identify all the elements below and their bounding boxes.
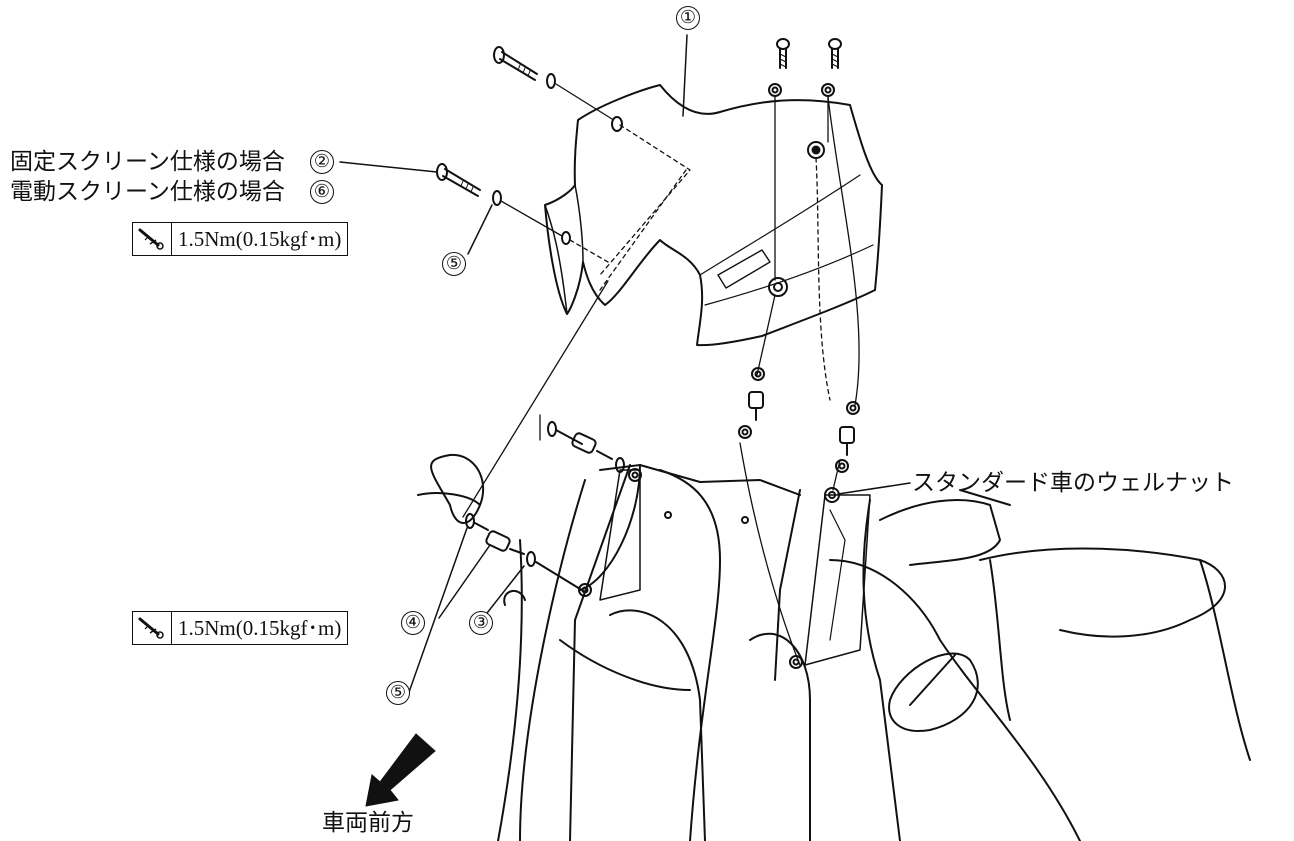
label-vehicle-front: 車両前方: [322, 810, 414, 836]
leader-part4: [438, 544, 491, 619]
callout-part-4: ④: [401, 611, 425, 635]
vehicle-front-body: [417, 453, 1251, 841]
leader-part5-upper: [467, 204, 493, 255]
spacer-lower: [465, 513, 586, 593]
bolt-screen-mount: [436, 163, 502, 206]
callout-part-5-lower: ⑤: [386, 681, 410, 705]
label-electric-screen: 電動スクリーン仕様の場合: [10, 179, 285, 205]
torque-wrench-icon: [133, 612, 172, 644]
torque-wrench-icon: [133, 223, 172, 255]
leader-standard-nut: [837, 482, 911, 495]
screw-top-left: [768, 38, 790, 97]
spacer-upper: [547, 421, 625, 473]
leader-part2: [339, 161, 438, 173]
leader-part1: [682, 34, 688, 117]
callout-part-1: ①: [676, 6, 700, 30]
torque-spec-upper: 1.5Nm(0.15kgf･m): [132, 222, 349, 256]
screw-top-right: [821, 38, 842, 97]
torque-value-upper: 1.5Nm(0.15kgf･m): [178, 227, 342, 251]
callout-part-2: ②: [310, 150, 334, 174]
torque-spec-lower: 1.5Nm(0.15kgf･m): [132, 611, 349, 645]
callout-part-6: ⑥: [310, 180, 334, 204]
label-fixed-screen: 固定スクリーン仕様の場合: [10, 149, 285, 175]
callout-part-3: ③: [469, 611, 493, 635]
callout-part-5-upper: ⑤: [442, 252, 466, 276]
torque-value-lower: 1.5Nm(0.15kgf･m): [178, 616, 342, 640]
leader-part5-lower: [407, 527, 468, 696]
label-standard-nut: スタンダード車のウェルナット: [912, 470, 1234, 496]
windscreen: [544, 84, 883, 347]
bolt-upper-left: [493, 46, 556, 89]
front-direction-arrow-icon: [365, 733, 436, 807]
spacer-stack-center: [738, 367, 765, 439]
spacer-stack-right: [835, 401, 860, 473]
